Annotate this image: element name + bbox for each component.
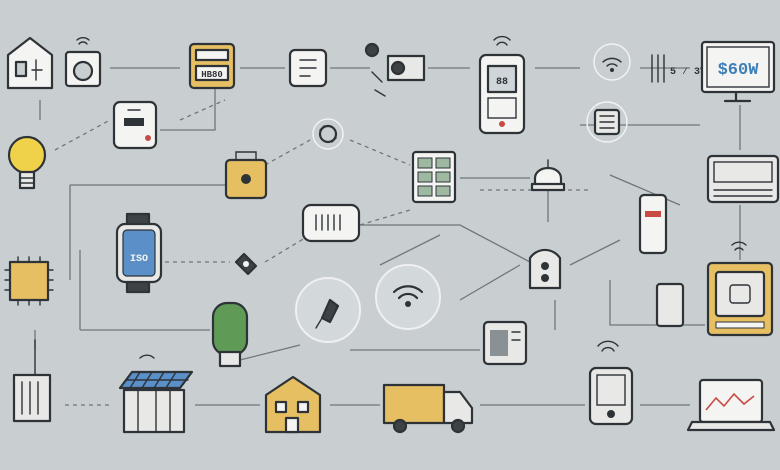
shelf-icon [411, 150, 457, 204]
sensor-icon [301, 203, 361, 243]
air-purifier-icon [706, 154, 780, 204]
control-panel-icon: HB80 [188, 42, 236, 90]
bag-icon [224, 151, 268, 200]
smart-plug-icon [295, 277, 361, 343]
sync-icon [312, 118, 344, 150]
antenna-tower-icon [12, 339, 52, 423]
computer-monitor-icon: $60W [700, 40, 776, 103]
battery-icon [528, 248, 562, 290]
meter-box-icon [482, 320, 528, 366]
smartwatch-icon: ISO [115, 212, 163, 294]
server-rack-icon [586, 101, 628, 143]
watch-display-text: ISO [130, 254, 148, 265]
retro-tv-icon [706, 261, 774, 337]
panel-display-text: HB80 [201, 70, 223, 80]
connector-lines [34, 67, 741, 406]
router-icon [112, 100, 158, 150]
monitor-display-text: $60W [718, 61, 760, 80]
smart-tools-icon [364, 42, 426, 97]
camera-icon [530, 159, 566, 192]
delivery-truck-icon [382, 383, 474, 434]
chip-icon [4, 256, 54, 306]
door-sensor-icon [638, 193, 747, 255]
wrench-icon [234, 252, 258, 276]
solar-panel-house-icon [118, 354, 194, 434]
scale-icon [288, 48, 328, 88]
wifi-tag-icon: 5 ⁄ 3V [651, 54, 706, 83]
wifi-hub-icon [375, 264, 441, 330]
washer-icon [64, 37, 102, 88]
house-icon [6, 36, 54, 90]
home-icon [264, 375, 322, 434]
phone-icon [655, 282, 685, 328]
laptop-chart-icon [686, 378, 776, 432]
wifi-symbol-icon [593, 43, 631, 81]
light-bulb-icon [7, 135, 47, 190]
thermostat-display-text: 88 [496, 77, 508, 88]
thermostat-remote-icon: 88 [478, 35, 526, 135]
tablet-icon [588, 340, 634, 426]
gas-meter-icon [211, 301, 249, 368]
tag-display-text: 5 ⁄ 3V [670, 67, 706, 78]
